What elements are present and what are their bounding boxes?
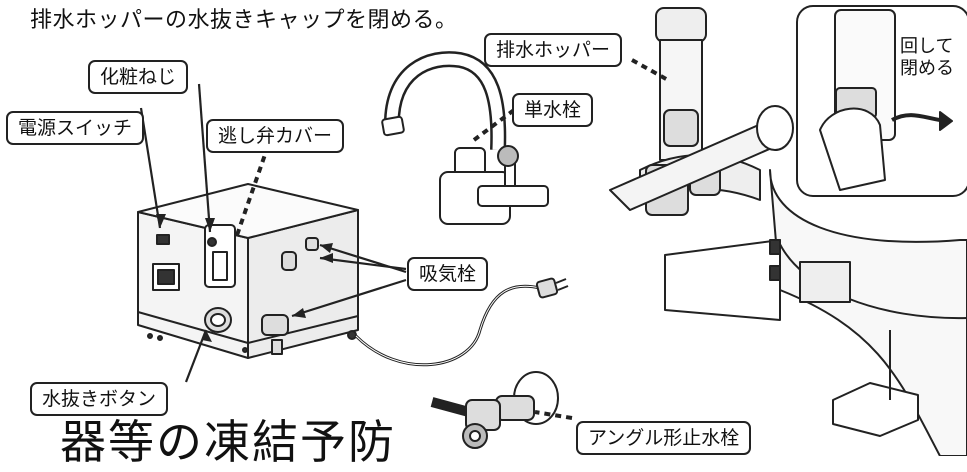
illustration: [137, 5, 967, 456]
single-faucet: [381, 51, 549, 225]
bathtub-area: [664, 169, 967, 456]
instruction-heading: 排水ホッパーの水抜きキャップを閉める。: [30, 8, 458, 33]
section-heading: 器等の凍結予防: [60, 415, 396, 469]
water-heater-unit: [137, 183, 359, 359]
angle-valve-label: アングル形止水栓: [576, 421, 752, 455]
screw-label: 化粧ねじ: [88, 60, 189, 94]
faucet-label: 単水栓: [512, 93, 594, 127]
inset-line-2: 閉める: [900, 58, 954, 79]
hopper-label: 排水ホッパー: [484, 33, 623, 67]
relief-valve-cover-label: 逃し弁カバー: [206, 119, 345, 153]
drain-button-label: 水抜きボタン: [30, 382, 169, 416]
diagram-stage: 排水ホッパーの水抜きキャップを閉める。 排水ホッパー 化粧ねじ 単水栓 電源スイ…: [6, 5, 967, 469]
power-switch-label: 電源スイッチ: [6, 111, 145, 145]
inset-instruction: 回して 閉める: [900, 36, 954, 80]
leader-lines: [139, 83, 407, 383]
drain-hopper: [609, 7, 794, 216]
angle-stop-valve: [430, 371, 559, 449]
cap-inset: [796, 5, 967, 197]
inset-line-1: 回して: [900, 36, 954, 57]
dotted-leader-lines: [234, 58, 669, 420]
air-intake-label: 吸気栓: [407, 257, 489, 291]
